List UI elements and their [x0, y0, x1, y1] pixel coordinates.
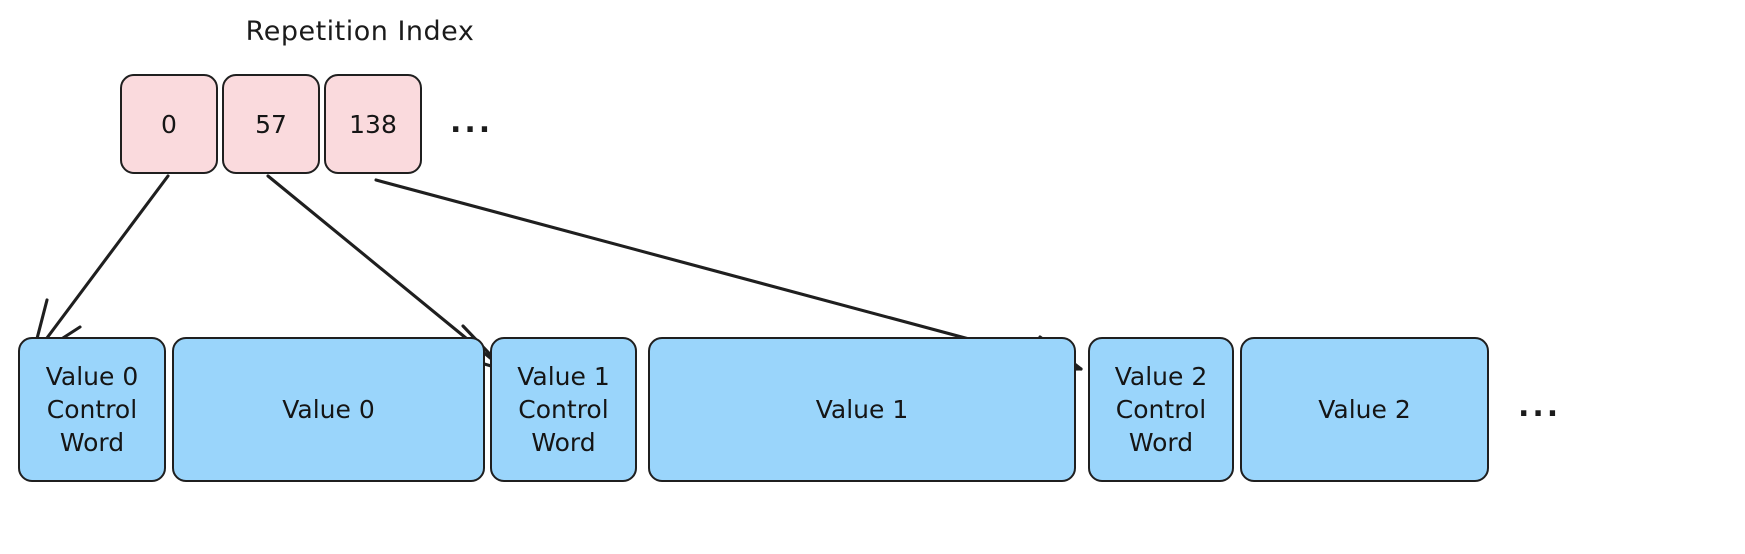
data-box-value1-control-word[interactable]: Value 1 Control Word: [490, 337, 637, 482]
repetition-index-overflow-ellipsis: ...: [450, 105, 494, 140]
data-box-value2-control-word[interactable]: Value 2 Control Word: [1088, 337, 1234, 482]
repetition-index-box-2[interactable]: 138: [324, 74, 422, 174]
data-box-value2[interactable]: Value 2: [1240, 337, 1489, 482]
data-box-value0-control-word[interactable]: Value 0 Control Word: [18, 337, 166, 482]
arrow-index0-to-value0-control-word: [30, 174, 170, 360]
diagram-title: Repetition Index: [245, 16, 475, 47]
repetition-index-box-1[interactable]: 57: [222, 74, 320, 174]
data-box-value1[interactable]: Value 1: [648, 337, 1076, 482]
data-row-overflow-ellipsis: ...: [1518, 389, 1562, 424]
data-box-value0[interactable]: Value 0: [172, 337, 485, 482]
repetition-index-box-0[interactable]: 0: [120, 74, 218, 174]
